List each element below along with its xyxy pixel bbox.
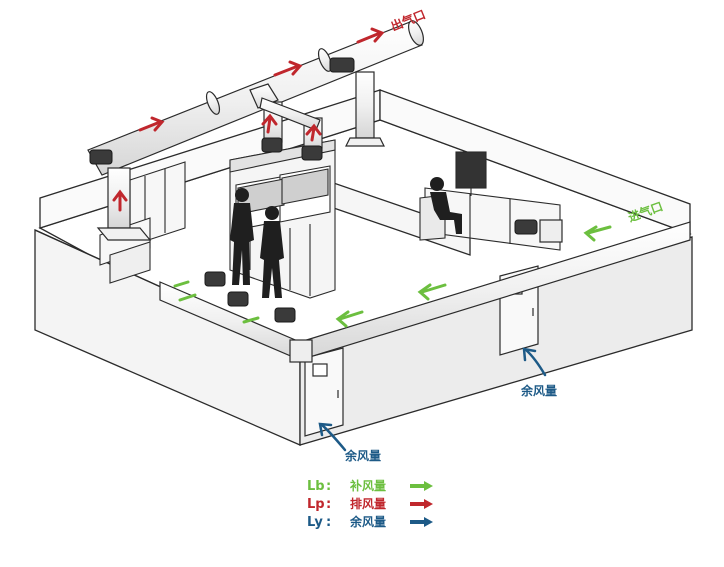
legend-key: Lp <box>307 497 325 512</box>
residual-label-left: 余风量 <box>344 448 381 463</box>
fan-icon <box>204 271 226 287</box>
fan-icon <box>261 137 283 153</box>
exhaust-arrow-icon <box>150 116 165 132</box>
residual-flow-arrows <box>318 347 547 452</box>
door-left <box>304 347 344 437</box>
arrow-right-icon <box>410 499 433 509</box>
fan-icon <box>227 291 249 307</box>
person-standing-right-icon <box>260 206 284 298</box>
legend-item-supply: Lb : 补风量 <box>307 478 433 494</box>
supply-fans <box>204 219 538 323</box>
fan-icon <box>514 219 538 235</box>
arrow-right-icon <box>410 481 433 491</box>
legend-item-residual: Ly : 余风量 <box>307 514 433 530</box>
legend-item-exhaust: Lp : 排风量 <box>307 496 433 512</box>
legend-separator: : <box>326 479 331 494</box>
exhaust-flow-arrows <box>112 27 385 212</box>
legend-separator: : <box>326 497 331 512</box>
fan-icon <box>89 149 113 165</box>
legend-key: Lb <box>307 479 325 494</box>
arrow-right-icon <box>410 517 433 527</box>
legend-text: 余风量 <box>349 514 386 529</box>
fan-icon <box>301 145 323 161</box>
fan-icon <box>329 57 355 73</box>
legend-separator: : <box>326 515 331 530</box>
legend-key: Ly <box>307 515 323 530</box>
legend-text: 补风量 <box>349 478 386 493</box>
monitor-icon <box>455 151 487 189</box>
exhaust-arrow-icon <box>138 120 162 132</box>
legend-text: 排风量 <box>350 496 386 511</box>
legend: Lb : 补风量 Lp : 排风量 Ly : 余风量 <box>307 478 433 530</box>
person-standing-left-icon <box>230 188 254 285</box>
person-seated-icon <box>430 177 462 234</box>
residual-label-right: 余风量 <box>520 383 557 398</box>
supply-flow-arrows <box>173 225 612 328</box>
supply-duct <box>159 219 691 363</box>
exhaust-fans <box>89 57 355 165</box>
fan-icon <box>274 307 296 323</box>
